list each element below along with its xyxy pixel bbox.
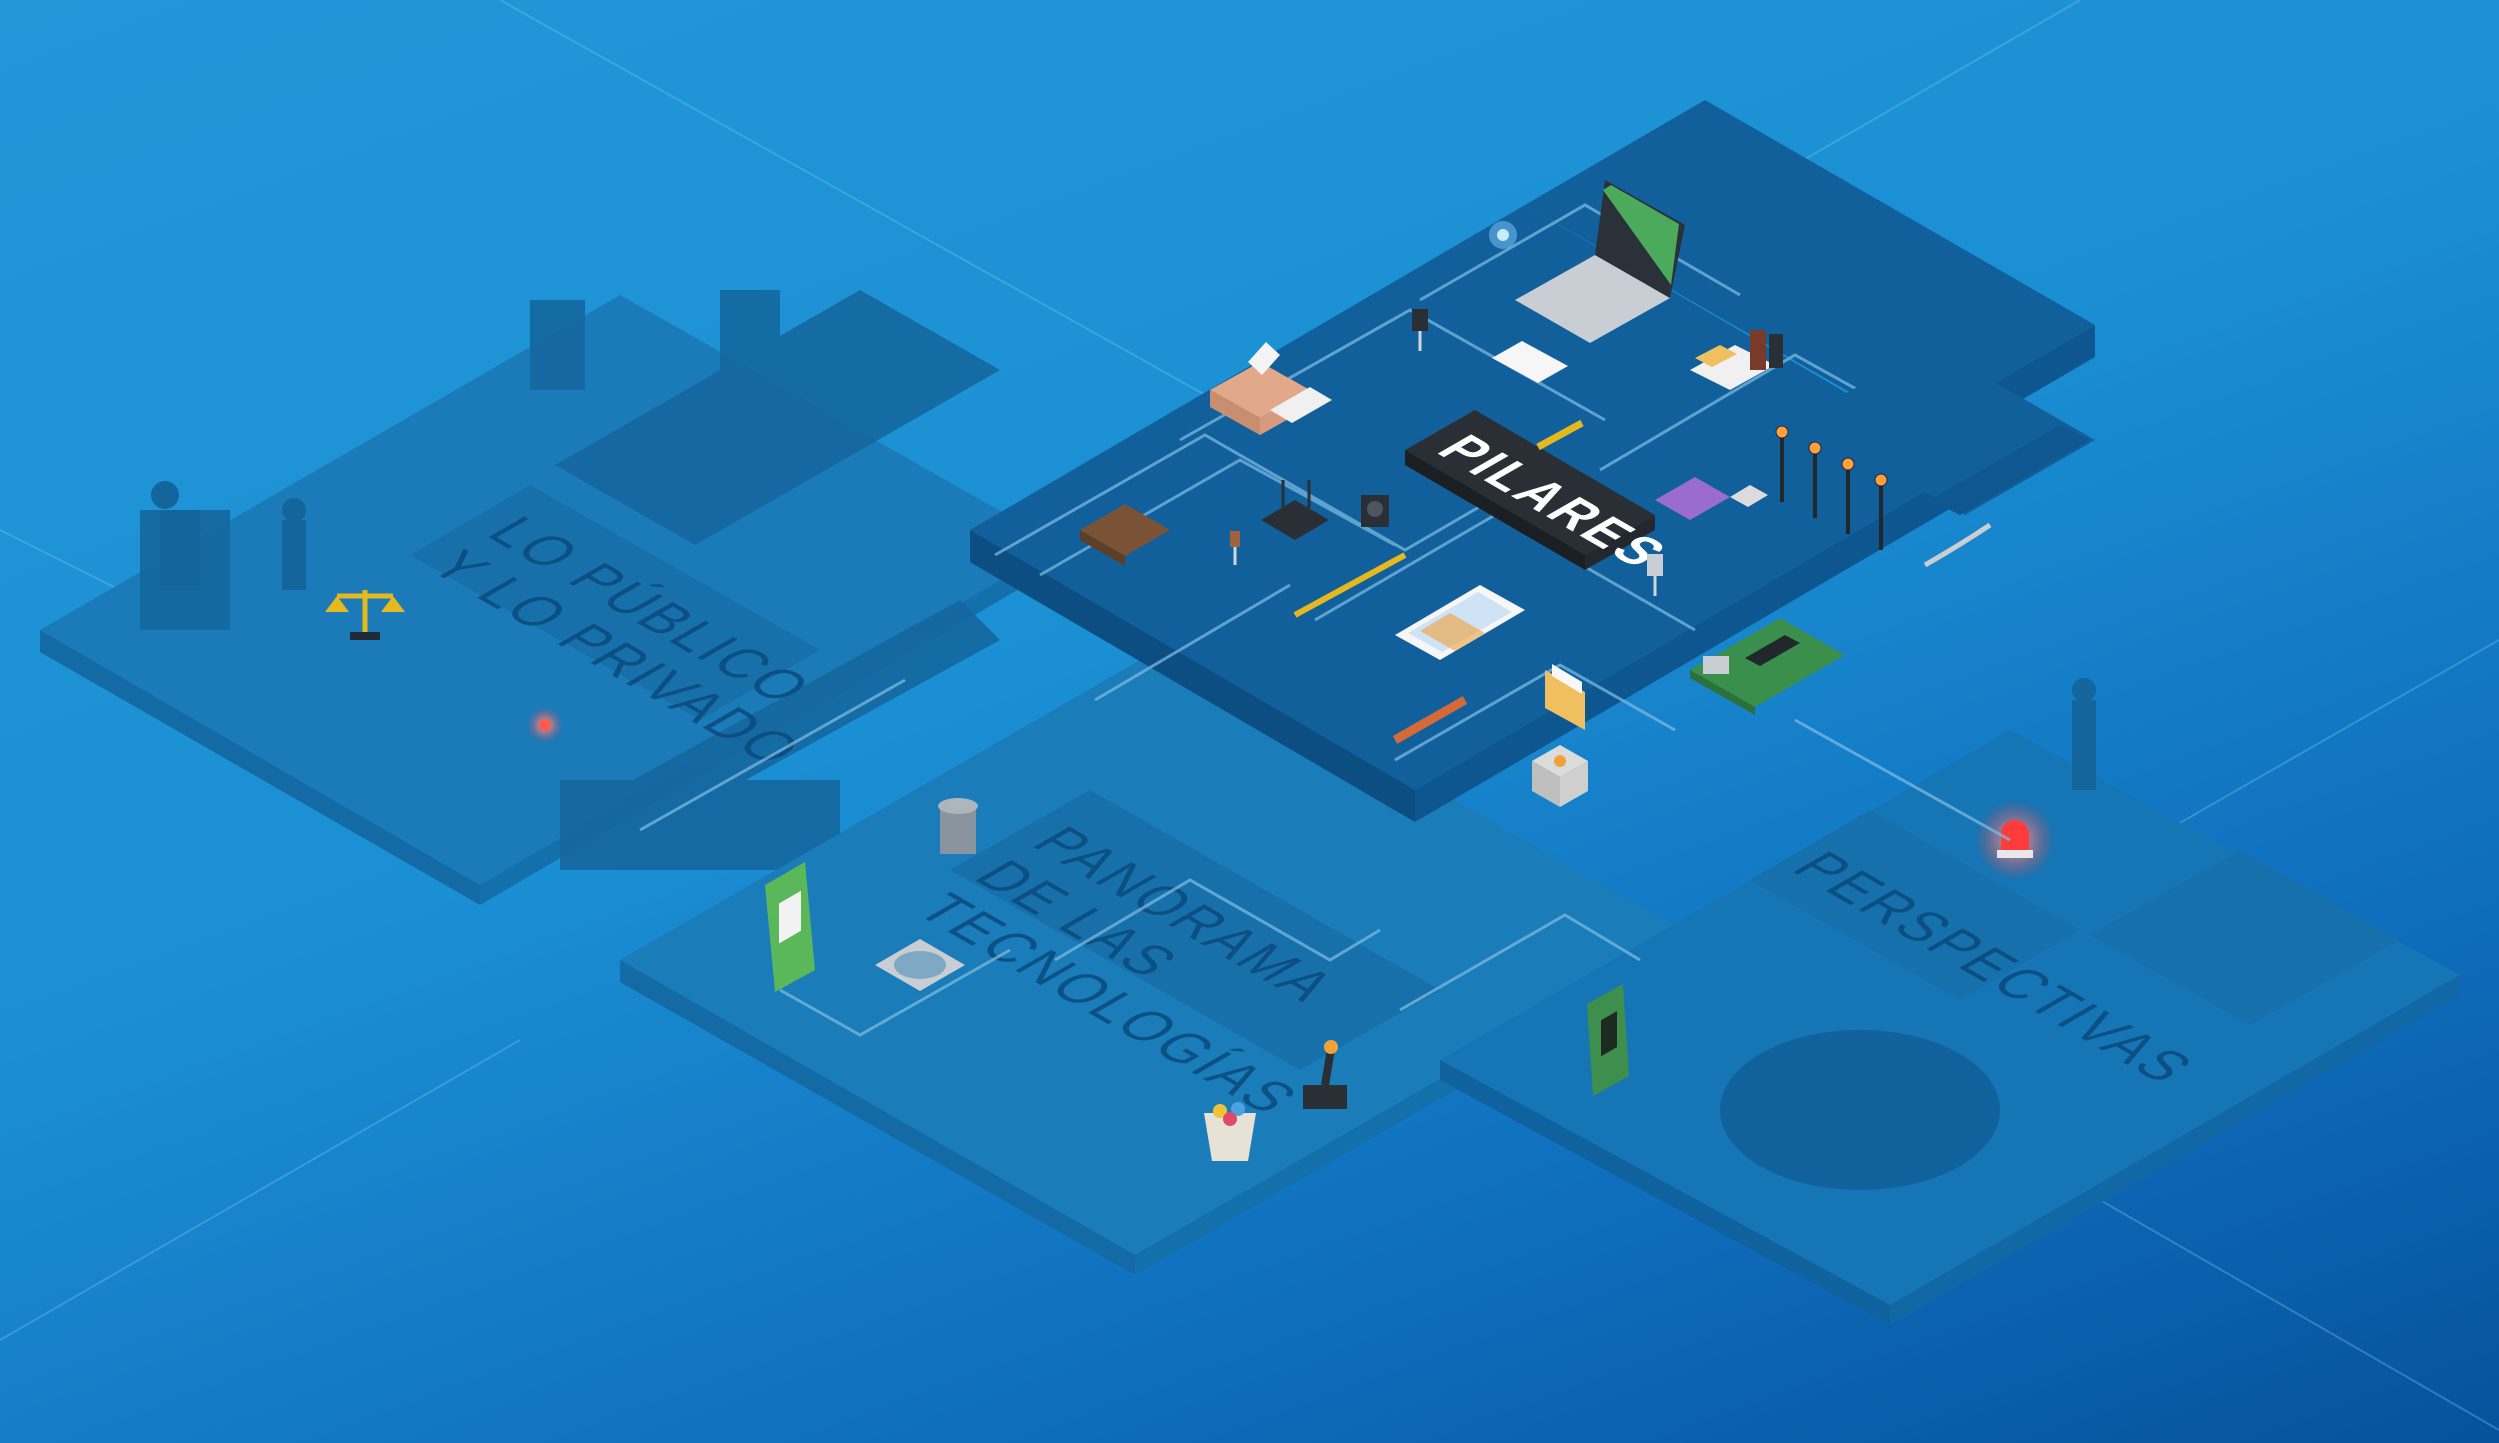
trash-can-icon[interactable] bbox=[938, 798, 978, 854]
printer-icon[interactable] bbox=[1210, 342, 1332, 435]
street-lamp-icon bbox=[1841, 457, 1855, 534]
books-icon[interactable] bbox=[1690, 330, 1783, 390]
display-module-icon[interactable] bbox=[1587, 984, 1629, 1096]
folder-icon[interactable] bbox=[1545, 664, 1585, 730]
transistor-icon bbox=[1412, 309, 1428, 351]
person-silhouettes bbox=[151, 481, 2096, 790]
bridge-icon bbox=[1923, 522, 1992, 568]
capacitor-icon[interactable] bbox=[1204, 1102, 1256, 1161]
display-module-icon[interactable] bbox=[765, 862, 815, 992]
resistor-icon bbox=[1392, 696, 1468, 744]
fan-icon[interactable] bbox=[875, 939, 965, 991]
fuse-icon bbox=[1536, 419, 1584, 451]
smartphone-icon[interactable] bbox=[1395, 585, 1525, 660]
lamp-bridge-zone bbox=[1775, 345, 2095, 568]
router-icon[interactable] bbox=[1261, 480, 1329, 540]
scale-of-justice-icon[interactable] bbox=[325, 590, 405, 640]
led-icon bbox=[527, 707, 563, 743]
sensor-icon[interactable] bbox=[1361, 495, 1389, 527]
street-lamp-icon bbox=[1808, 441, 1822, 518]
arduino-board-icon[interactable] bbox=[1690, 618, 1845, 715]
resistor-icon bbox=[1293, 552, 1407, 618]
street-lamp-icon bbox=[1874, 473, 1888, 550]
zone-pillars[interactable]: PILARES bbox=[639, 100, 2095, 1037]
zone-perspectives[interactable]: PERSPECTIVAS bbox=[1440, 730, 2460, 1325]
led-icon bbox=[1489, 221, 1517, 249]
zone-public-private[interactable]: LO PÚBLICO Y LO PRIVADO bbox=[40, 290, 1060, 905]
street-lamp-icon bbox=[1775, 425, 1789, 502]
sensor-cube-icon[interactable] bbox=[1532, 745, 1588, 807]
capacitor-small-icon bbox=[1230, 531, 1240, 565]
joystick-icon[interactable] bbox=[1303, 1040, 1347, 1109]
usb-drive-icon[interactable] bbox=[1655, 477, 1768, 520]
document-icon[interactable] bbox=[1492, 341, 1568, 383]
transistor-icon bbox=[1647, 554, 1663, 596]
alarm-light-icon[interactable] bbox=[1975, 800, 2055, 880]
laptop-icon[interactable] bbox=[1515, 180, 1685, 343]
notebook-icon[interactable] bbox=[1080, 504, 1170, 566]
